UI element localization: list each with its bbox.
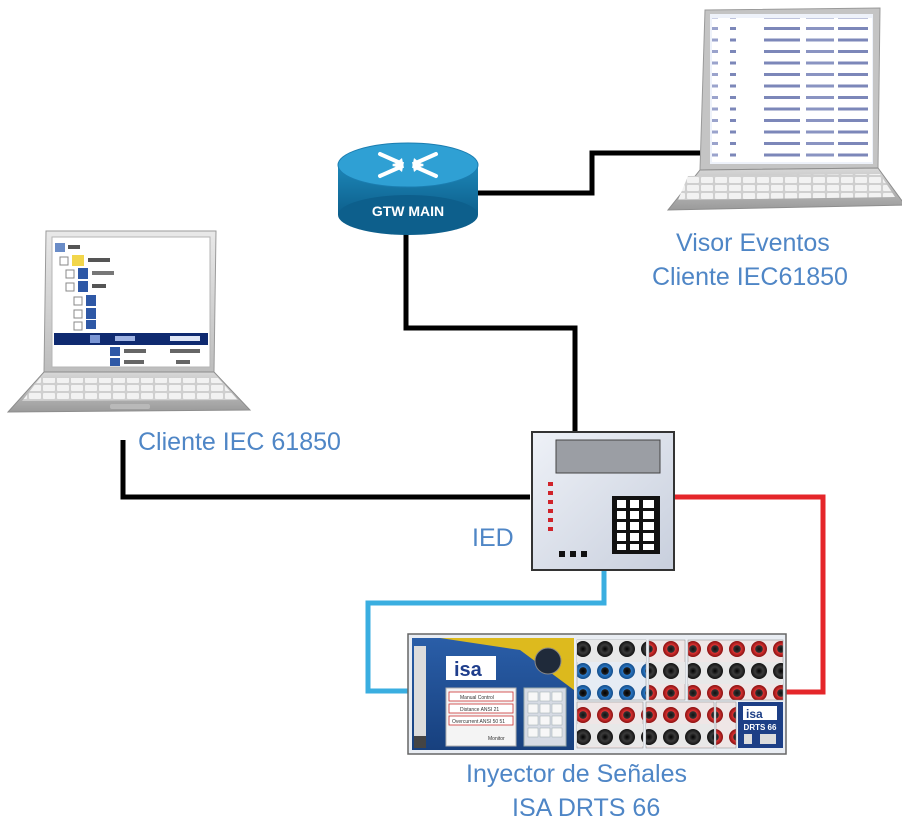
ied-dots [559,551,587,557]
aux-jacks [715,701,737,749]
ied-status-leds [548,482,553,531]
label-injector-line1: Inyector de Señales [466,760,687,788]
link-router-to-ied [403,230,578,432]
laptop-iec-client [6,230,252,413]
link-ied-to-injector-voltage [365,570,607,694]
link-client-to-ied [120,440,530,500]
menu-item-overcurrent: Overcurrent ANSI 50 51 [452,719,505,725]
menu-item-monitor: Monitor [488,736,505,742]
links [120,150,826,695]
injector-isa-drts66: isa Manual Control Distance ANSI 21 Over… [407,633,787,755]
event-log-list [712,18,872,162]
ied-keypad-icon [612,496,660,554]
svg-text:isa: isa [454,659,483,681]
link-router-to-viewer [470,150,700,196]
link-ied-to-injector-current [675,494,826,695]
client-tree-view [54,243,208,366]
svg-text:isa: isa [746,707,763,721]
ied-device [531,431,675,571]
menu-item-manual: Manual Control [460,695,494,701]
injector-brand-logo: isa [446,656,496,681]
router-arrows-icon [378,152,438,178]
label-client: Cliente IEC 61850 [138,428,341,456]
label-ied: IED [472,524,514,552]
ied-display [555,439,661,474]
menu-item-distance: Distance ANSI 21 [460,707,499,713]
injector-knob [534,647,562,675]
label-viewer-line1: Visor Eventos [676,229,830,257]
router-gtw-main: GTW MAIN [337,142,479,235]
injector-model-label: DRTS 66 [744,723,777,732]
router-label: GTW MAIN [372,203,444,219]
laptop-event-viewer [666,7,902,211]
injector-side-buttons [414,646,426,736]
label-injector-line2: ISA DRTS 66 [512,794,661,822]
label-viewer-line2: Cliente IEC61850 [652,263,848,291]
